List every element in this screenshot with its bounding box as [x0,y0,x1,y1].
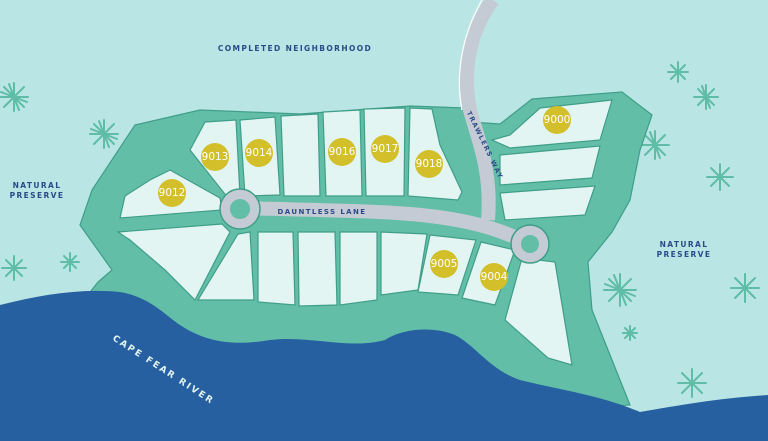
lot-markers: 9000 9004 9005 9012 9013 9014 9016 9017 … [158,106,571,291]
tree-icon [603,273,637,307]
natural-preserve-left-label-line2: PRESERVE [10,191,65,200]
lot-marker-9005[interactable]: 9005 [430,250,458,278]
lot-marker-9000[interactable]: 9000 [543,106,571,134]
natural-preserve-right-label-line1: NATURAL [660,240,709,249]
tree-icon [677,368,707,398]
tree-icon [89,119,119,149]
natural-preserve-left-label-line1: NATURAL [13,181,62,190]
lot-number: 9018 [416,158,443,170]
dauntless-lane-road [239,201,534,251]
lot-number: 9013 [202,151,229,163]
lot-number: 9014 [246,147,273,159]
tree-icon [706,163,734,191]
lot-marker-9013[interactable]: 9013 [201,143,229,171]
lot-number: 9012 [159,187,186,199]
tree-icon [640,130,670,160]
tree-icon [1,255,27,281]
tree-icons [0,61,760,398]
lot-marker-9018[interactable]: 9018 [415,150,443,178]
lot-number: 9000 [544,114,571,126]
lot-number: 9017 [372,143,399,155]
lot-number: 9004 [481,271,508,283]
natural-preserve-right-label-line2: PRESERVE [657,250,712,259]
lot-number: 9005 [431,258,458,270]
lot-marker-9014[interactable]: 9014 [245,139,273,167]
tree-icon [693,84,719,110]
lot-number: 9016 [329,146,356,158]
completed-neighborhood-label: COMPLETED NEIGHBORHOOD [218,44,372,53]
tree-icon [730,273,760,303]
tree-icon [667,61,689,83]
cape-fear-river [0,290,768,441]
lots-south [116,223,573,366]
lot-marker-9012[interactable]: 9012 [158,179,186,207]
tree-icon [622,325,638,341]
roads [219,0,550,264]
dauntless-lane-label: DAUNTLESS LANE [278,208,367,216]
lot-marker-9017[interactable]: 9017 [371,135,399,163]
trawlers-way-road [460,0,499,221]
tree-icon [60,252,80,272]
lot-marker-9004[interactable]: 9004 [480,263,508,291]
tree-icon [0,82,29,112]
lot-marker-9016[interactable]: 9016 [328,138,356,166]
